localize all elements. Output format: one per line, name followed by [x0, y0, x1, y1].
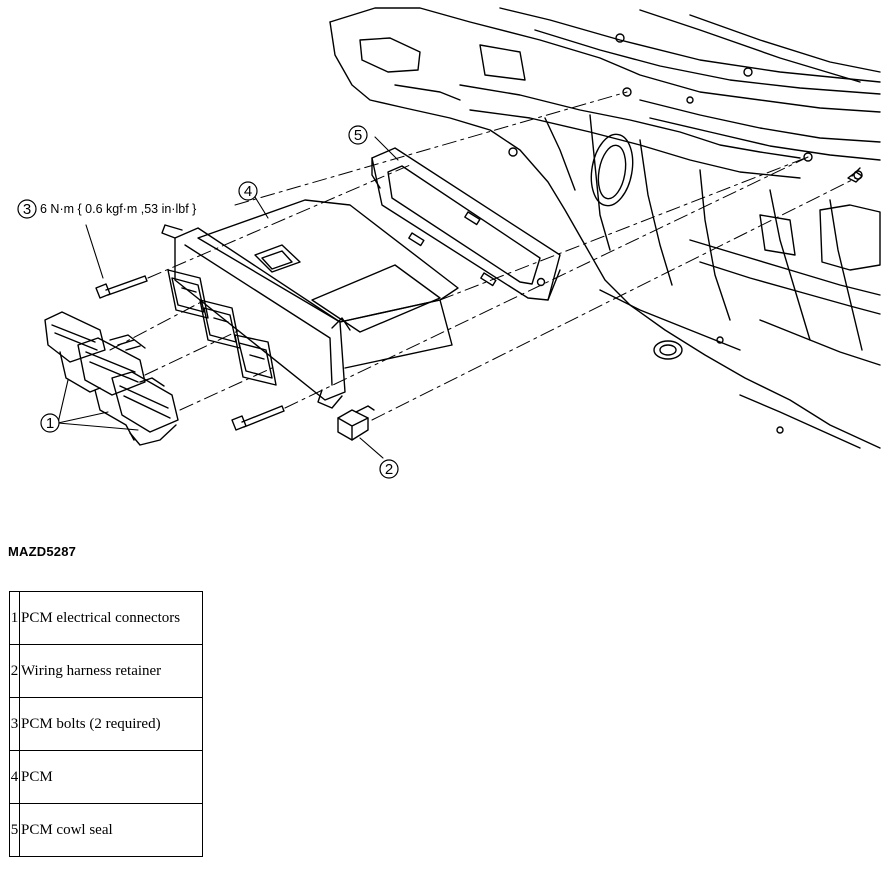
callout-5: 5: [348, 125, 368, 145]
pcm-connector-sockets: [167, 269, 277, 386]
callout-leaders: [57, 136, 399, 459]
table-row: 5 PCM cowl seal: [9, 803, 203, 857]
callout-2: 2: [379, 459, 399, 479]
alignment-lines: [109, 91, 857, 421]
legend-label: PCM cowl seal: [19, 803, 203, 857]
svg-text:4: 4: [244, 183, 252, 200]
wiring-harness-retainer: [337, 405, 375, 441]
legend-number: 5: [9, 803, 20, 857]
callout-1: 1: [40, 413, 60, 433]
legend-number: 1: [9, 591, 20, 645]
svg-text:1: 1: [46, 415, 54, 432]
legend-table: 1 PCM electrical connectors 2 Wiring har…: [9, 591, 203, 857]
torque-spec: 6 N·m { 0.6 kgf·m ,53 in·lbf }: [40, 202, 196, 216]
figure-id: MAZD5287: [8, 544, 77, 559]
pcm-cowl-seal: [371, 147, 561, 301]
callout-4: 4: [238, 181, 258, 201]
table-row: 3 PCM bolts (2 required): [9, 697, 203, 751]
legend-label: PCM bolts (2 required): [19, 697, 203, 751]
legend-label: PCM: [19, 750, 203, 804]
pcm-bolts: [95, 167, 863, 431]
pcm-exploded-diagram: 3 6 N·m { 0.6 kgf·m ,53 in·lbf } 4 5 1 2: [17, 7, 881, 479]
pcm-module: [161, 199, 459, 409]
legend-label: Wiring harness retainer: [19, 644, 203, 698]
legend-number: 3: [9, 697, 20, 751]
svg-text:5: 5: [354, 127, 362, 144]
legend-label: PCM electrical connectors: [19, 591, 203, 645]
callout-3: 3: [17, 199, 37, 219]
legend-number: 2: [9, 644, 20, 698]
table-row: 2 Wiring harness retainer: [9, 644, 203, 698]
cowl-structure: [329, 7, 881, 449]
svg-text:2: 2: [385, 461, 393, 478]
svg-text:3: 3: [23, 201, 31, 218]
table-row: 4 PCM: [9, 750, 203, 804]
table-row: 1 PCM electrical connectors: [9, 591, 203, 645]
pcm-electrical-connectors: [44, 311, 179, 446]
legend-number: 4: [9, 750, 20, 804]
